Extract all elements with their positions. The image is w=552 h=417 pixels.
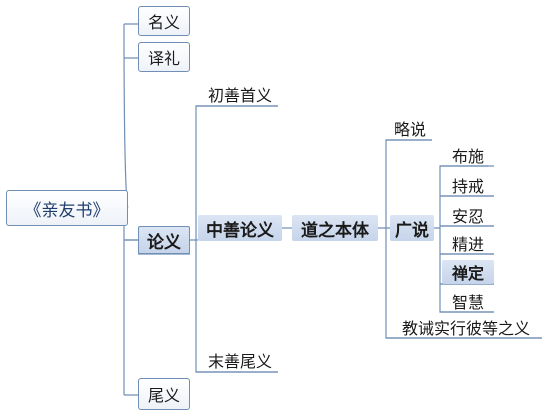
node-chanding[interactable]: 禅定 (442, 260, 494, 284)
root-node[interactable]: 《亲友书》 (6, 190, 128, 226)
node-jiaojie[interactable]: 教诫实行彼等之义 (390, 315, 542, 339)
node-bushi-label: 布施 (451, 146, 484, 166)
node-zhihui[interactable]: 智慧 (444, 289, 492, 312)
node-mingyi[interactable]: 名义 (138, 6, 190, 36)
node-anren[interactable]: 安忍 (444, 203, 492, 226)
node-moshan[interactable]: 末善尾义 (200, 348, 280, 372)
node-zhongshan[interactable]: 中善论义 (198, 215, 282, 241)
node-weiyi[interactable]: 尾义 (138, 378, 190, 410)
node-chanding-label: 禅定 (451, 264, 484, 283)
node-bushi[interactable]: 布施 (444, 143, 492, 166)
node-chijie-label: 持戒 (451, 176, 484, 196)
node-chushan-label: 初善首义 (207, 86, 272, 105)
node-zhongshan-label: 中善论义 (206, 220, 274, 241)
node-guangshuo[interactable]: 广说 (390, 215, 434, 241)
root-label: 《亲友书》 (24, 200, 110, 221)
node-guangshuo-label: 广说 (395, 220, 429, 241)
node-jingjin-label: 精进 (451, 234, 484, 254)
node-jiaojie-label: 教诫实行彼等之义 (401, 319, 530, 338)
node-lunyi-label: 论义 (147, 232, 181, 253)
node-lueshuo[interactable]: 略说 (388, 116, 432, 140)
node-chushan[interactable]: 初善首义 (200, 82, 280, 106)
node-yili[interactable]: 译礼 (138, 42, 190, 72)
node-jingjin[interactable]: 精进 (444, 231, 492, 254)
node-lueshuo-label: 略说 (393, 120, 426, 139)
node-chijie[interactable]: 持戒 (444, 173, 492, 196)
node-lunyi[interactable]: 论义 (138, 226, 190, 254)
node-weiyi-label: 尾义 (147, 386, 180, 405)
node-zhihui-label: 智慧 (451, 292, 484, 312)
node-daozhi-label: 道之本体 (301, 220, 369, 241)
node-mingyi-label: 名义 (147, 13, 180, 32)
node-yili-label: 译礼 (147, 49, 180, 68)
connector-underlines (124, 105, 542, 373)
node-daozhi[interactable]: 道之本体 (292, 215, 378, 241)
node-anren-label: 安忍 (451, 206, 484, 226)
node-moshan-label: 末善尾义 (207, 352, 272, 371)
